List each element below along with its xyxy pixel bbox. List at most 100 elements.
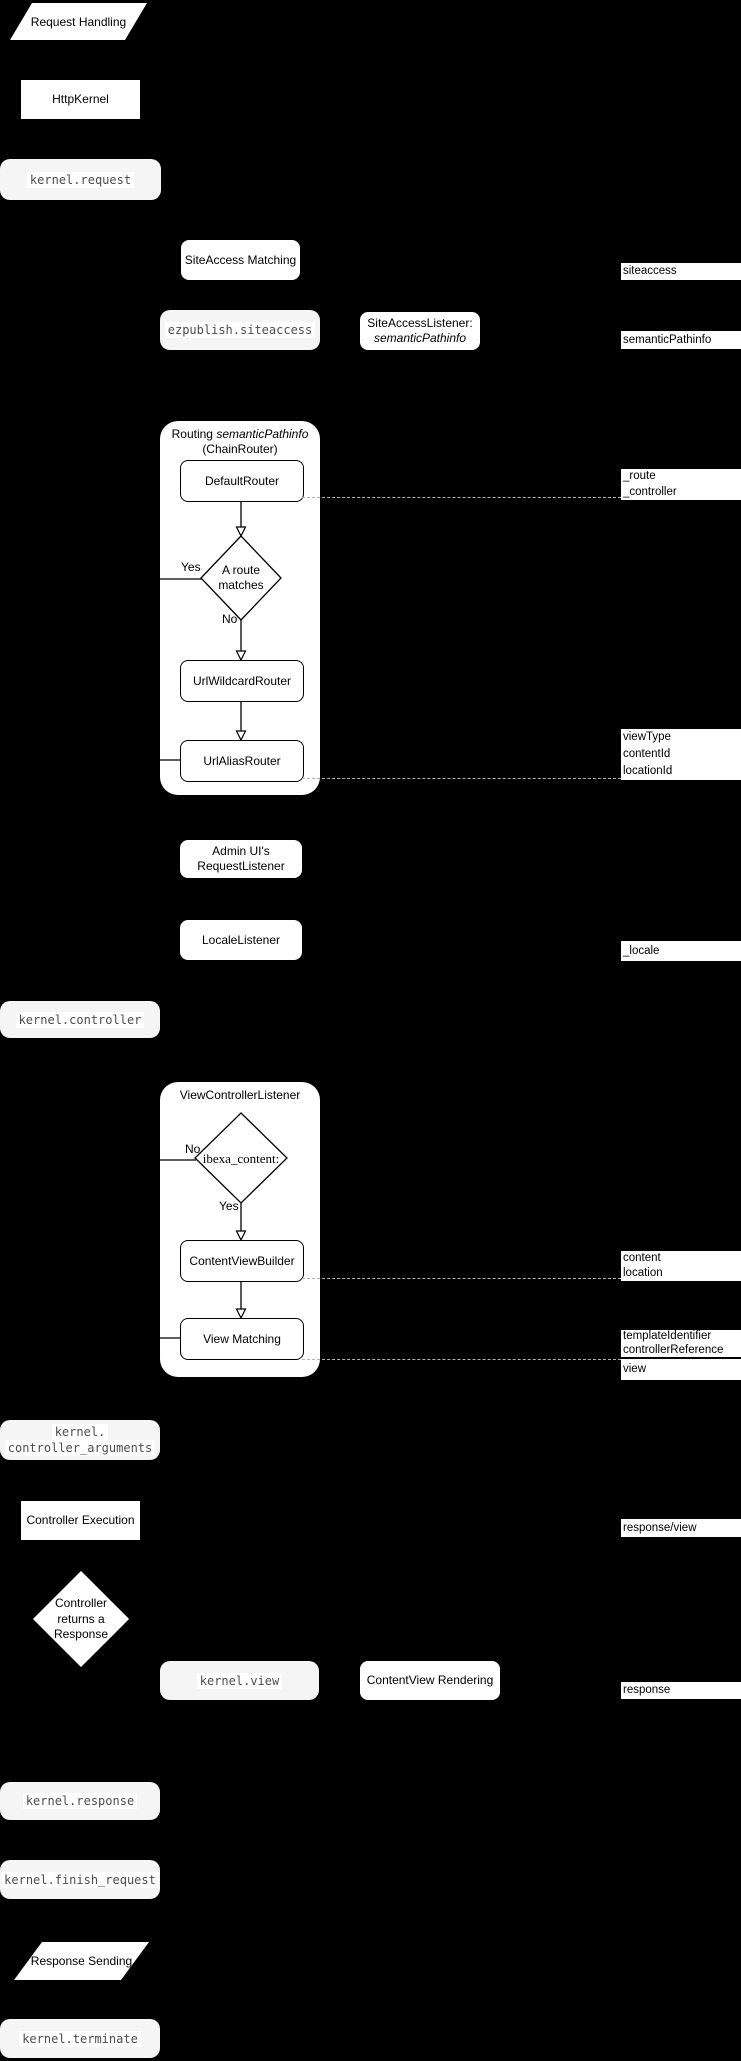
arrowhead-icon — [235, 730, 247, 742]
route-matches-no-label: No — [222, 612, 238, 626]
request-handling-label: Request Handling — [30, 14, 127, 29]
default-router-label: DefaultRouter — [204, 473, 280, 488]
bar-response: response — [621, 1682, 741, 1699]
kernel-terminate-event: kernel.terminate — [0, 2019, 160, 2058]
controller-execution-node: Controller Execution — [21, 1501, 140, 1540]
content-view-rendering-label: ContentView Rendering — [366, 1673, 494, 1687]
bar-response-view-line1: response/view — [623, 1522, 697, 1534]
controller-returns-text: Controller returns a Response — [32, 1596, 130, 1643]
routing-title: Routing semanticPathinfo (ChainRouter) — [160, 427, 320, 457]
view-controller-flow-lines — [160, 1112, 288, 1339]
view-controller-listener-container: ViewControllerListener ibexa_content: No… — [160, 1082, 320, 1377]
locale-listener-node: LocaleListener — [180, 920, 302, 960]
kernel-terminate-label: kernel.terminate — [19, 2030, 141, 2047]
bar-route-controller: _route _controller — [621, 469, 741, 500]
bar-content-line2: location — [623, 1267, 663, 1279]
bar-view: view — [621, 1359, 741, 1380]
kernel-controller-label: kernel.controller — [15, 1011, 145, 1028]
bar-response-line1: response — [623, 1684, 671, 1696]
ibexa-content-text: ibexa_content: — [202, 1151, 280, 1166]
admin-request-listener-line1: Admin UI's — [212, 844, 270, 858]
request-handling-node: Request Handling — [10, 3, 147, 40]
url-alias-router-label: UrlAliasRouter — [203, 753, 281, 768]
bar-siteaccess: siteaccess — [621, 263, 741, 280]
route-matches-line1: A route — [221, 563, 261, 577]
content-view-builder-label: ContentViewBuilder — [189, 1253, 295, 1268]
kernel-request-event: kernel.request — [0, 159, 161, 200]
kernel-controller-arguments-event: kernel. controller_arguments — [0, 1420, 160, 1460]
view-controller-listener-title: ViewControllerListener — [179, 1088, 301, 1102]
bar-view-params-line3: locationId — [623, 765, 673, 777]
bar-view-params-line1: viewType — [623, 731, 671, 743]
response-sending-node: Response Sending — [14, 1942, 149, 1980]
routing-title-prefix: Routing — [171, 427, 217, 441]
kernel-response-event: kernel.response — [0, 1782, 160, 1820]
locale-listener-label: LocaleListener — [201, 932, 281, 947]
url-alias-router-node: UrlAliasRouter — [180, 740, 304, 782]
dashed-connector-viewtype — [302, 778, 621, 779]
arrowhead-icon — [235, 1308, 247, 1320]
dashed-connector-template — [302, 1359, 621, 1360]
bar-siteaccess-line1: siteaccess — [623, 265, 677, 277]
kernel-finish-request-event: kernel.finish_request — [0, 1860, 160, 1899]
bar-route-line2: _controller — [623, 485, 677, 498]
controller-execution-label: Controller Execution — [26, 1513, 135, 1527]
bar-view-params: viewType contentId locationId — [621, 729, 741, 780]
controller-returns-line1: Controller — [54, 1596, 108, 1610]
bar-semantic-pathinfo: semanticPathinfo — [621, 331, 741, 349]
routing-container: Routing semanticPathinfo (ChainRouter) D… — [160, 421, 320, 795]
bar-content-location: content location — [621, 1251, 741, 1281]
bar-view-line1: view — [623, 1363, 647, 1375]
siteaccess-listener-node: SiteAccessListener: semanticPathinfo — [360, 312, 480, 350]
bar-locale: _locale — [621, 941, 741, 961]
routing-subtitle: (ChainRouter) — [202, 442, 278, 456]
siteaccess-matching-node: SiteAccess Matching — [181, 240, 300, 280]
content-view-rendering-node: ContentView Rendering — [360, 1661, 500, 1700]
url-wildcard-router-node: UrlWildcardRouter — [180, 660, 304, 702]
route-matches-line2: matches — [218, 578, 264, 592]
bar-template-controller: templateIdentifier controllerReference — [621, 1330, 741, 1357]
bar-view-params-line2: contentId — [623, 748, 671, 760]
kernel-view-label: kernel.view — [196, 1672, 283, 1689]
arrowhead-icon — [235, 526, 247, 538]
http-kernel-label: HttpKernel — [52, 92, 109, 106]
siteaccess-listener-line1: SiteAccessListener: — [367, 316, 473, 330]
bar-semantic-pathinfo-line1: semanticPathinfo — [623, 334, 712, 346]
admin-request-listener-node: Admin UI's RequestListener — [180, 840, 302, 878]
siteaccess-listener-line2: semanticPathinfo — [373, 331, 467, 345]
view-matching-label: View Matching — [203, 1331, 281, 1346]
dashed-connector-content — [302, 1278, 621, 1279]
kernel-view-event: kernel.view — [160, 1661, 319, 1700]
http-kernel-node: HttpKernel — [21, 80, 140, 119]
controller-returns-diamond — [32, 1570, 130, 1668]
bar-route-line1: _route — [623, 470, 656, 482]
siteaccess-matching-label: SiteAccess Matching — [184, 252, 297, 267]
route-matches-yes-label: Yes — [181, 560, 201, 574]
bar-locale-line1: _locale — [623, 945, 660, 957]
response-sending-label: Response Sending — [30, 1954, 133, 1968]
content-view-builder-node: ContentViewBuilder — [180, 1240, 304, 1282]
kernel-controller-event: kernel.controller — [0, 1001, 160, 1038]
route-matches-text: A route matches — [201, 563, 281, 593]
ezpublish-siteaccess-event: ezpublish.siteaccess — [160, 310, 320, 350]
bar-template-line2: controllerReference — [623, 1343, 724, 1356]
controller-returns-line2: returns a — [57, 1611, 105, 1626]
kernel-controller-arguments-line1: kernel. — [51, 1424, 109, 1440]
dashed-connector-route — [302, 497, 621, 498]
controller-returns-line3: Response — [53, 1627, 109, 1641]
bar-content-line1: content — [623, 1252, 661, 1264]
ibexa-content-yes-label: Yes — [219, 1199, 239, 1213]
kernel-finish-request-label: kernel.finish_request — [1, 1871, 159, 1888]
admin-request-listener-line2: RequestListener — [197, 859, 285, 873]
kernel-response-label: kernel.response — [22, 1793, 138, 1809]
default-router-node: DefaultRouter — [180, 460, 304, 502]
arrowhead-icon — [235, 1230, 247, 1242]
bar-response-view: response/view — [621, 1519, 741, 1537]
view-matching-node: View Matching — [180, 1318, 304, 1360]
routing-flow-lines — [160, 500, 282, 761]
kernel-controller-arguments-line2: controller_arguments — [4, 1440, 156, 1456]
ibexa-content-no-label: No — [185, 1142, 201, 1156]
bar-template-line1: templateIdentifier — [623, 1330, 712, 1342]
url-wildcard-router-label: UrlWildcardRouter — [192, 673, 292, 688]
